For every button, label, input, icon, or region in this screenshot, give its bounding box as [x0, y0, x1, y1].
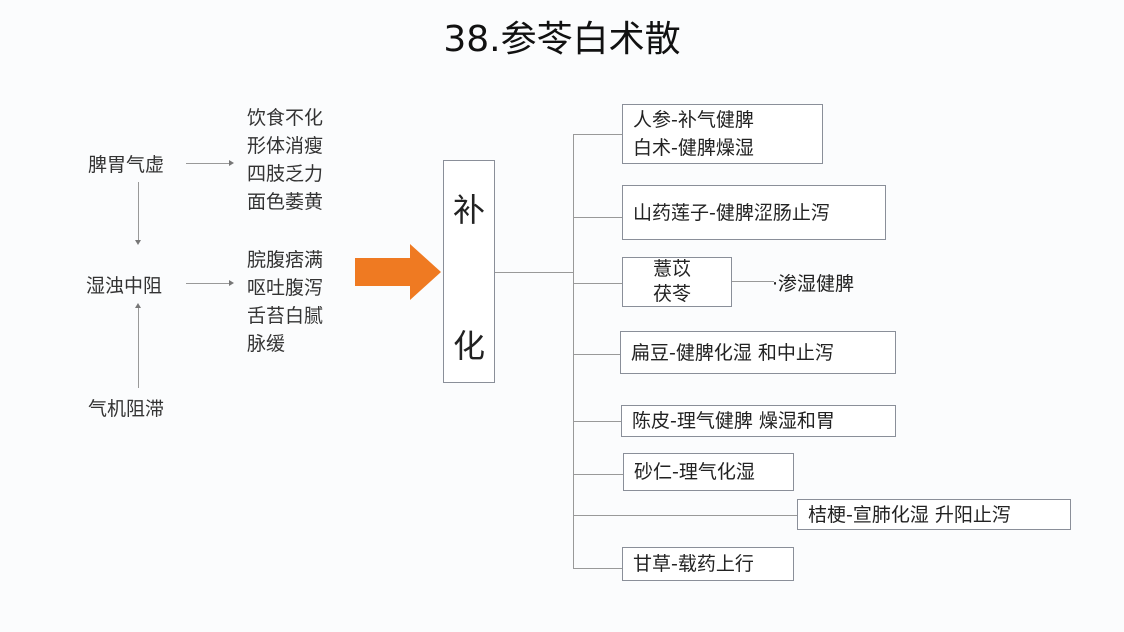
- symptom: 面色萎黄: [247, 191, 324, 213]
- herb-text: 茯苓: [653, 283, 692, 305]
- symptoms-group-1: 饮食不化 形体消瘦 四肢乏力 面色萎黄: [247, 104, 323, 216]
- branch-line: [573, 421, 621, 422]
- diagram-title: 38.参苓白术散: [443, 19, 681, 60]
- herb-effect-text: ·渗湿健脾: [772, 273, 855, 295]
- connector-line: [138, 182, 139, 242]
- symptom: 脘腹痞满: [247, 249, 324, 271]
- cause-spleen-stomach-qi-deficiency: 脾胃气虚: [88, 154, 165, 176]
- branch-line: [573, 134, 622, 135]
- herb-text: 扁豆-健脾化湿 和中止泻: [631, 341, 834, 364]
- arrow-down-icon: [135, 240, 141, 245]
- branch-line: [573, 568, 622, 569]
- herb-box-tangerine-peel: 陈皮-理气健脾 燥湿和胃: [621, 405, 896, 437]
- herb-text: 陈皮-理气健脾 燥湿和胃: [632, 410, 835, 432]
- branch-line: [573, 217, 622, 218]
- herb-box-yam-lotus: 山药莲子-健脾涩肠止泻: [622, 185, 886, 240]
- arrow-right-icon: [229, 160, 234, 166]
- treatment-principle-box: 补 化: [443, 160, 495, 383]
- herb-box-platycodon: 桔梗-宣肺化湿 升阳止泻: [797, 499, 1071, 530]
- branch-line: [573, 474, 623, 475]
- symptom: 四肢乏力: [247, 163, 324, 185]
- symptom: 饮食不化: [247, 107, 324, 129]
- symptom: 形体消瘦: [247, 135, 324, 157]
- branch-line: [573, 354, 620, 355]
- branch-line: [573, 515, 797, 516]
- herb-text: 桔梗-宣肺化湿 升阳止泻: [808, 503, 1011, 526]
- herb-text: 砂仁-理气化湿: [634, 461, 755, 483]
- herb-text: 人参-补气健脾: [633, 109, 754, 131]
- cause-dampness-obstruction: 湿浊中阻: [86, 275, 163, 297]
- herb-box-amomum: 砂仁-理气化湿: [623, 453, 794, 491]
- arrow-up-icon: [135, 303, 141, 308]
- symptom: 舌苔白腻: [247, 305, 324, 327]
- herb-text: 山药莲子-健脾涩肠止泻: [633, 201, 830, 224]
- principle-char-transform: 化: [452, 327, 485, 365]
- herb-text: 白术-健脾燥湿: [633, 137, 754, 159]
- arrow-right-icon: [229, 280, 234, 286]
- symptoms-group-2: 脘腹痞满 呕吐腹泻 舌苔白腻 脉缓: [247, 246, 323, 358]
- connector-line: [186, 163, 230, 164]
- cause-qi-stagnation: 气机阻滞: [88, 398, 165, 420]
- connector-line: [732, 281, 774, 282]
- branch-line: [573, 283, 622, 284]
- connector-line: [495, 272, 573, 273]
- herb-text: 甘草-载药上行: [633, 553, 754, 575]
- principle-char-tonify: 补: [452, 191, 485, 229]
- connector-line: [186, 283, 230, 284]
- symptom: 呕吐腹泻: [247, 277, 324, 299]
- herb-text: 薏苡: [653, 258, 692, 280]
- herb-box-hyacinth-bean: 扁豆-健脾化湿 和中止泻: [620, 331, 896, 374]
- tree-trunk-line: [573, 134, 574, 569]
- orange-arrow-icon: [355, 244, 441, 300]
- herb-box-coix-poria: 薏苡 茯苓: [622, 257, 732, 307]
- symptom: 脉缓: [247, 333, 286, 355]
- herb-box-licorice: 甘草-载药上行: [622, 547, 794, 581]
- herb-box-ginseng-baizhu: 人参-补气健脾 白术-健脾燥湿: [622, 104, 823, 164]
- connector-line: [138, 308, 139, 388]
